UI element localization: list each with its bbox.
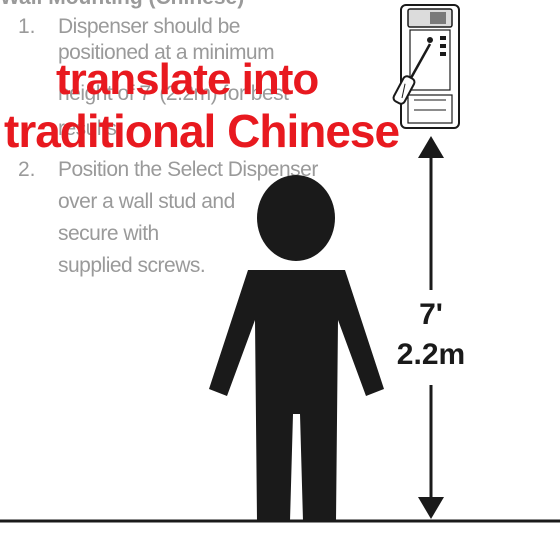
step-1-line-3: height of 7' (2.2m) for best xyxy=(58,82,289,105)
person-silhouette-icon xyxy=(209,175,384,521)
double-arrow-icon xyxy=(418,136,444,519)
height-feet-label: 7' xyxy=(419,298,443,331)
section-heading: Wall Mounting (Chinese) xyxy=(0,0,244,10)
step-1-line-1: Dispenser should be xyxy=(58,15,240,38)
step-2-line-4: supplied screws. xyxy=(58,254,206,277)
step-1-line-4: results. xyxy=(58,117,122,140)
wall-dispenser-icon xyxy=(392,4,460,129)
screwdriver-icon xyxy=(392,43,432,105)
step-2-line-3: secure with xyxy=(58,222,159,245)
step-2-line-1: Position the Select Dispenser xyxy=(58,158,318,181)
step-1-line-2: positioned at a minimum xyxy=(58,41,275,64)
overlay-line-1: translate into xyxy=(56,55,319,104)
height-meters-label: 2.2m xyxy=(396,338,466,371)
step-2-line-2: over a wall stud and xyxy=(58,190,235,213)
step-2-number: 2. xyxy=(18,158,36,181)
overlay-line-2: traditional Chinese xyxy=(4,105,400,157)
step-1-number: 1. xyxy=(18,15,36,38)
